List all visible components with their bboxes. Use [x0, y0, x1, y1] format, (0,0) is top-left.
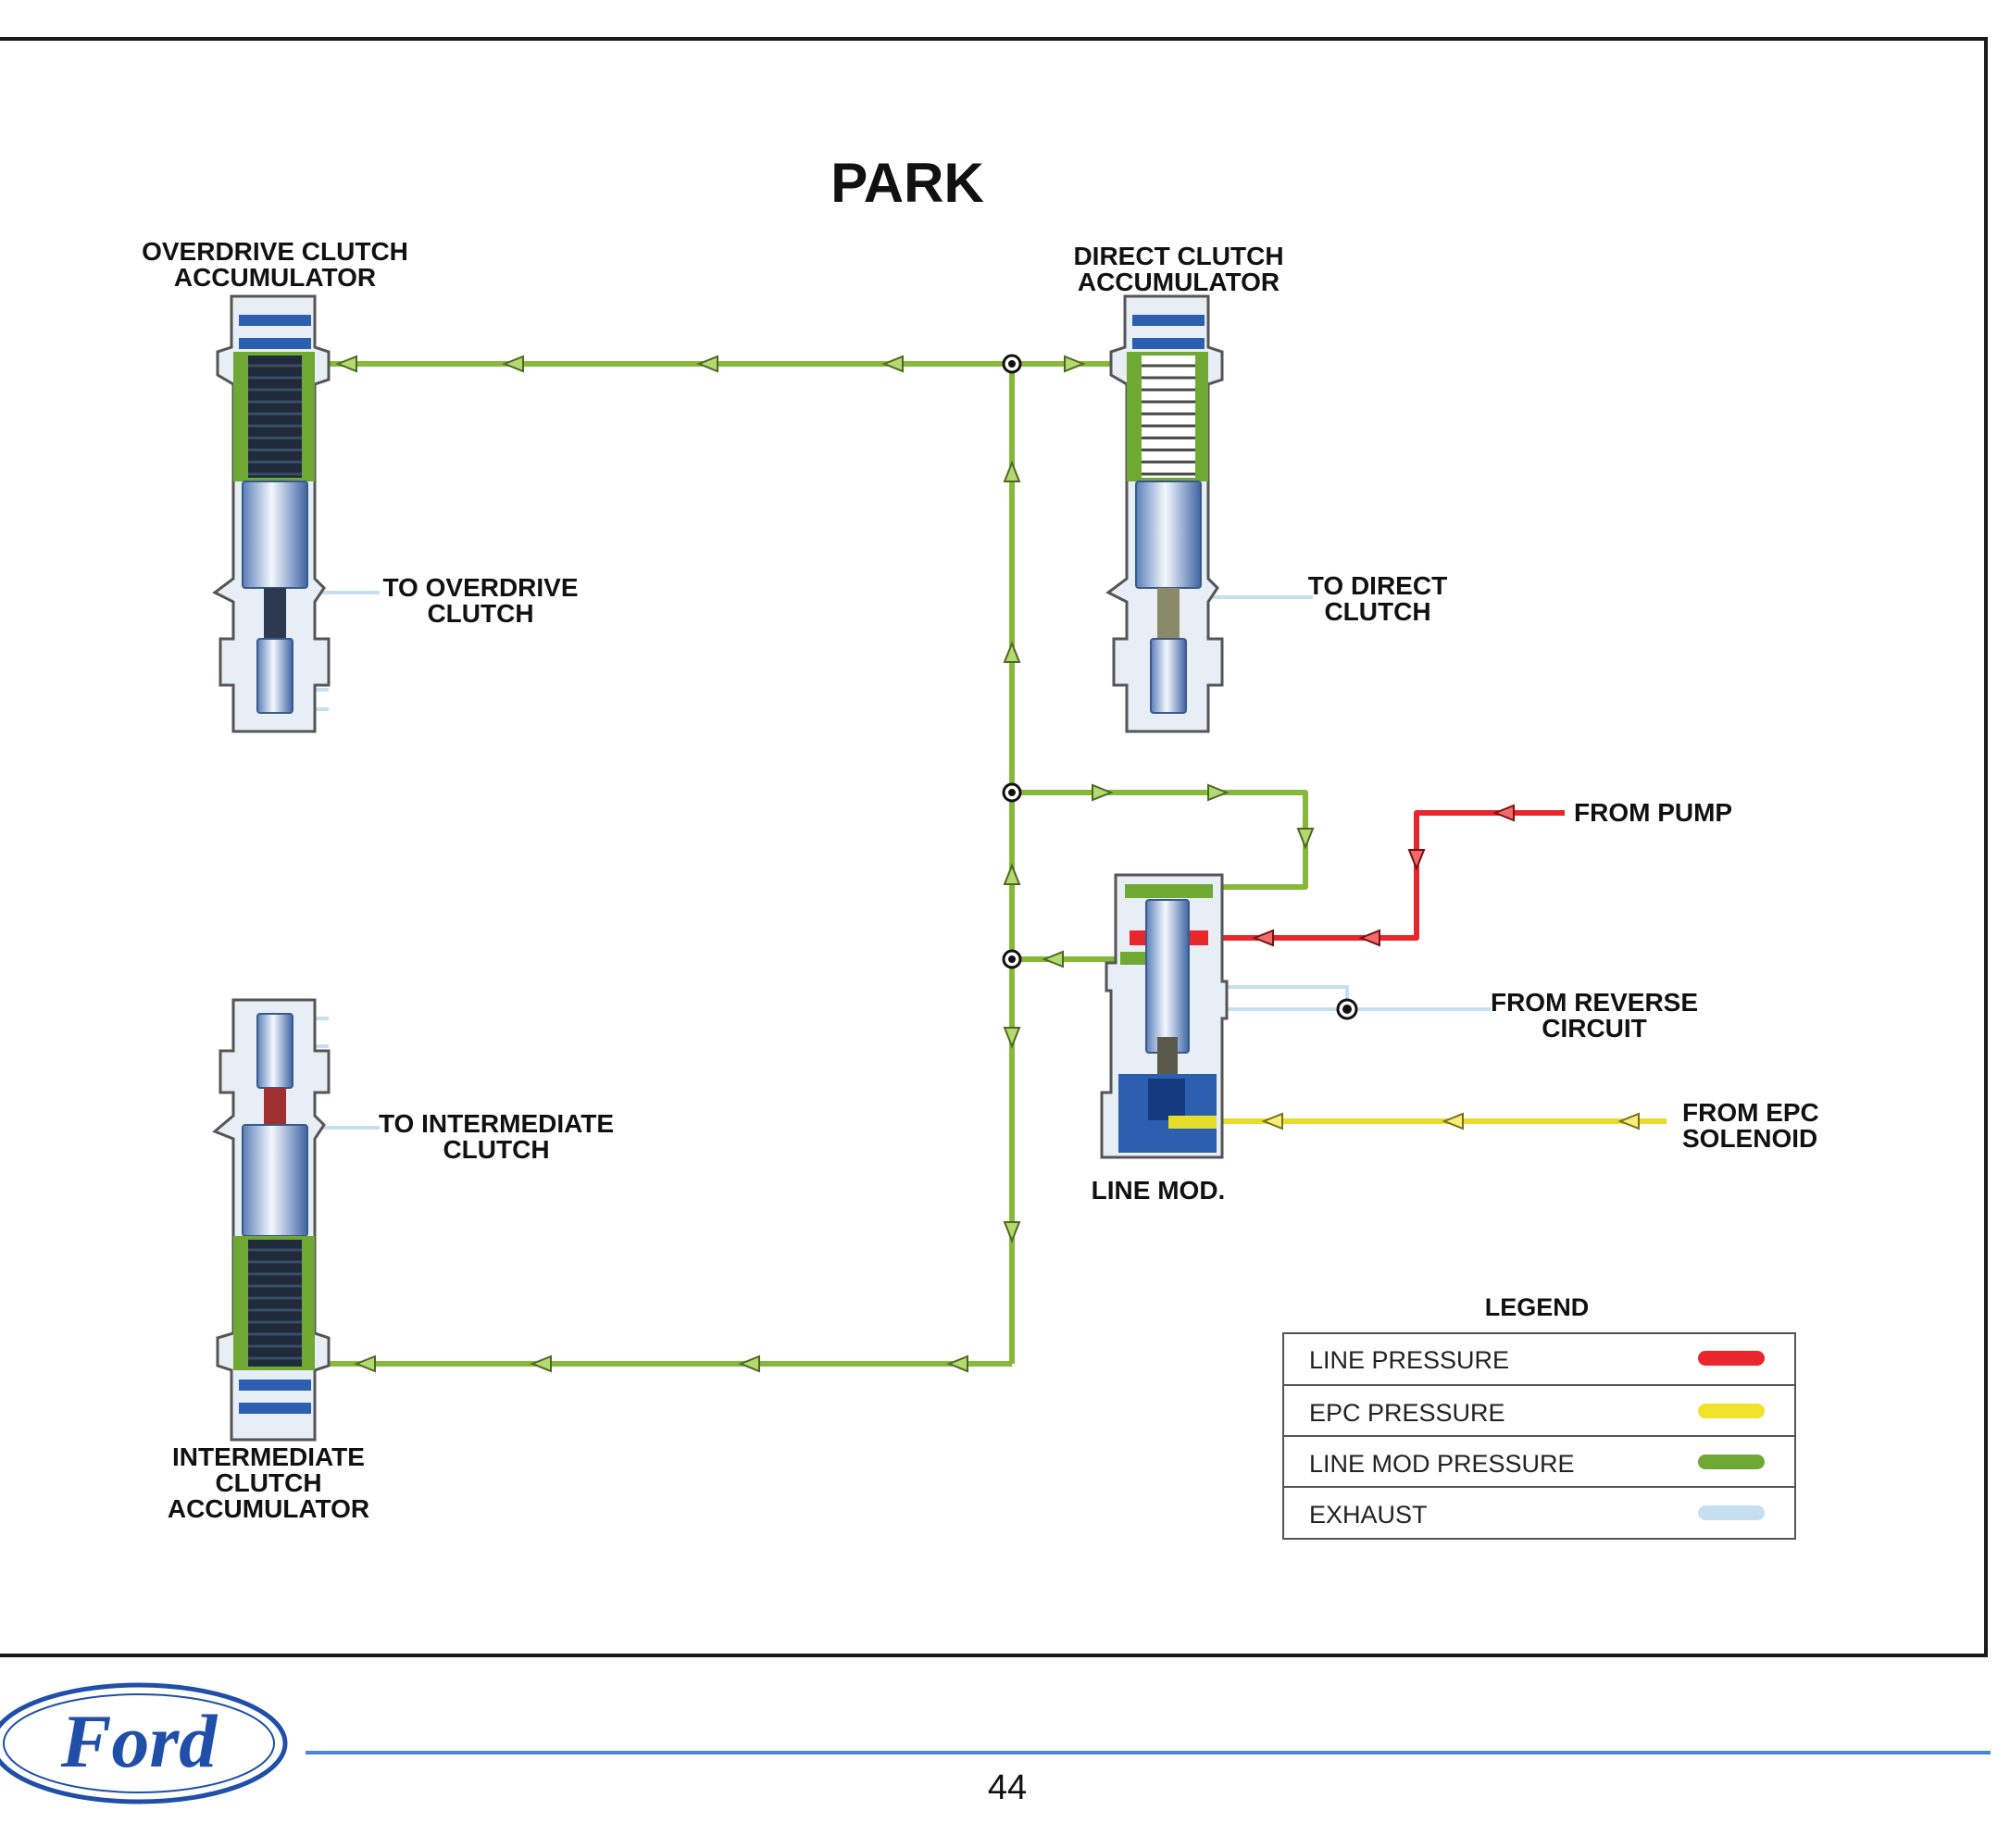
junction-centers: [1008, 360, 1352, 1014]
direct-clutch-accumulator: [1105, 294, 1224, 733]
legend-title: LEGEND: [1484, 1293, 1590, 1321]
label-to-direct-clutch: TO DIRECT CLUTCH: [1307, 571, 1448, 626]
legend-row-exhaust: EXHAUST: [1283, 1486, 1795, 1539]
intermediate-clutch-accumulator: [212, 998, 331, 1442]
flow-arrows: [335, 355, 1315, 1373]
legend-swatch-light-blue: [1698, 1505, 1765, 1520]
epc-arrows: [1261, 1112, 1640, 1130]
label-from-pump: FROM PUMP: [1574, 798, 1733, 827]
label-from-reverse-circuit: FROM REVERSE CIRCUIT: [1490, 988, 1699, 1043]
ford-logo: [0, 1682, 288, 1804]
page-title: PARK: [830, 152, 984, 214]
legend-label: EXHAUST: [1309, 1501, 1428, 1529]
overdrive-clutch-accumulator: [212, 294, 331, 733]
ford-logo-text: Ford: [60, 1699, 218, 1783]
page-number: 44: [987, 1768, 1028, 1807]
label-direct-accumulator: DIRECT CLUTCH ACCUMULATOR: [1073, 242, 1284, 296]
line-pressure-arrows: [1252, 804, 1515, 947]
exhaust-lines: [289, 591, 1491, 1130]
label-line-mod: LINE MOD.: [1091, 1176, 1226, 1205]
label-intermediate-accumulator: INTERMEDIATE CLUTCH ACCUMULATOR: [167, 1442, 370, 1523]
line-modulator-valve: [1100, 873, 1229, 1159]
legend-label: LINE MOD PRESSURE: [1309, 1450, 1575, 1478]
legend-row-epc-pressure: EPC PRESSURE: [1283, 1384, 1795, 1437]
legend-row-line-pressure: LINE PRESSURE: [1283, 1333, 1795, 1384]
pipe-feedback: [1012, 790, 1308, 890]
legend-swatch-yellow: [1698, 1404, 1765, 1418]
label-from-epc-solenoid: FROM EPC SOLENOID: [1682, 1098, 1819, 1153]
legend-label: LINE PRESSURE: [1309, 1346, 1510, 1374]
legend-swatch-red: [1698, 1351, 1765, 1366]
label-to-overdrive-clutch: TO OVERDRIVE CLUTCH: [382, 573, 579, 628]
label-to-intermediate-clutch: TO INTERMEDIATE CLUTCH: [378, 1109, 615, 1164]
legend-row-line-mod-pressure: LINE MOD PRESSURE: [1283, 1435, 1795, 1488]
legend-label: EPC PRESSURE: [1309, 1399, 1505, 1427]
page-frame: [0, 37, 1988, 1657]
label-overdrive-accumulator: OVERDRIVE CLUTCH ACCUMULATOR: [142, 237, 408, 292]
legend-swatch-green: [1698, 1455, 1765, 1469]
